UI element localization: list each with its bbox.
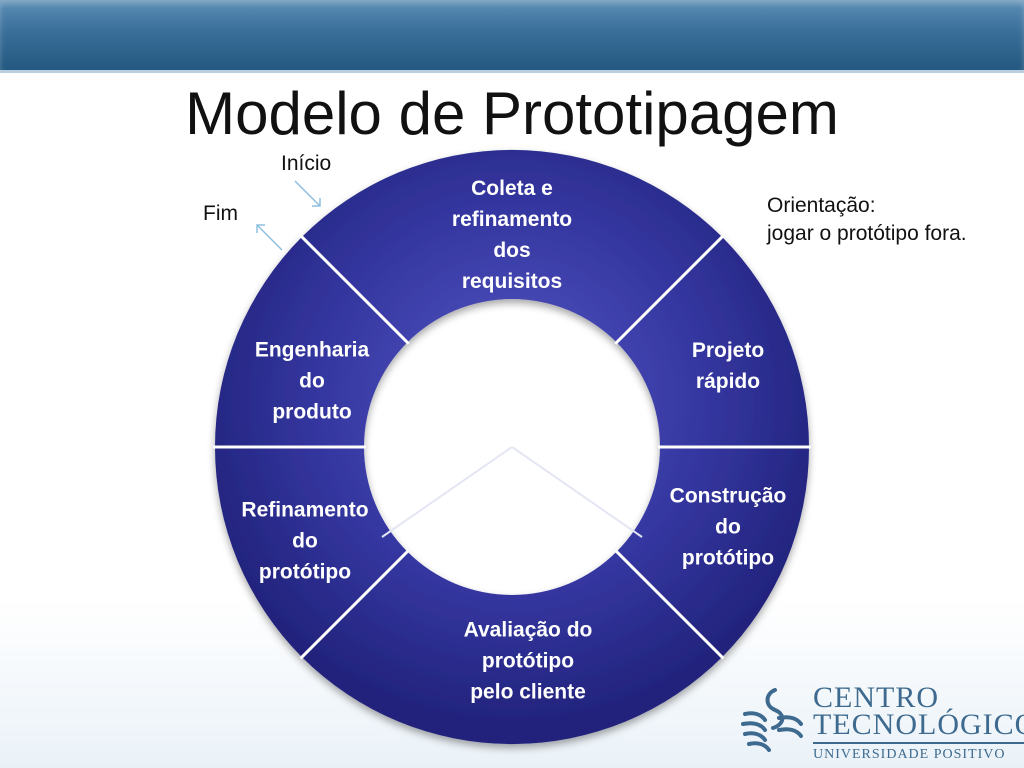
start-note: Início bbox=[281, 152, 332, 175]
segment-label-coleta: Coleta e refinamento dos requisitos bbox=[452, 173, 572, 297]
segment-label-line: refinamento bbox=[451, 208, 573, 231]
hands-emblem-icon bbox=[741, 688, 803, 752]
start-arrow-icon bbox=[294, 180, 321, 207]
logo-line-universidade: UNIVERSIDADE POSITIVO bbox=[813, 742, 1024, 764]
guidance-note: Orientação: jogar o protótipo fora. bbox=[767, 192, 967, 248]
segment-divider bbox=[299, 549, 410, 660]
segment-label-engenharia: Engenharia do produto bbox=[255, 335, 369, 428]
segment-label-line: protótipo bbox=[681, 546, 775, 570]
segment-label-line: Engenharia bbox=[254, 338, 370, 362]
segment-label-line: do bbox=[292, 529, 318, 553]
segment-label-avaliacao: Avaliação do protótipo pelo cliente bbox=[464, 615, 593, 708]
segment-label-line: protótipo bbox=[258, 560, 352, 584]
segment-label-line: Coleta e bbox=[471, 177, 553, 200]
centro-tecnologico-logo: CENTRO TECNOLÓGICO UNIVERSIDADE POSITIVO bbox=[735, 683, 1024, 762]
page-title: Modelo de Prototipagem bbox=[185, 80, 839, 147]
segment-label-line: pelo cliente bbox=[470, 680, 586, 704]
segment-divider bbox=[299, 234, 410, 345]
guidance-note-text: jogar o protótipo fora. bbox=[767, 222, 967, 245]
segment-label-line: Projeto bbox=[691, 339, 765, 362]
segment-label-refinamento: Refinamento do protótipo bbox=[241, 495, 368, 588]
segment-label-projeto: Projeto rápido bbox=[692, 335, 764, 397]
logo-line-tecnologico: TECNOLÓGICO bbox=[813, 708, 1024, 741]
end-note: Fim bbox=[203, 202, 238, 225]
segment-label-line: do bbox=[299, 369, 325, 393]
segment-label-construcao: Construção do protótipo bbox=[670, 481, 787, 574]
segment-label-line: rápido bbox=[695, 370, 761, 393]
inner-highlight-line bbox=[381, 446, 513, 538]
segment-divider bbox=[614, 234, 725, 345]
segment-label-line: Avaliação do bbox=[463, 618, 593, 642]
segment-divider bbox=[614, 549, 725, 660]
segment-label-line: protótipo bbox=[481, 649, 575, 673]
segment-label-line: Refinamento bbox=[241, 498, 369, 522]
segment-label-line: dos bbox=[493, 239, 531, 262]
segment-label-line: produto bbox=[272, 400, 352, 424]
logo-line-centro: CENTRO bbox=[813, 681, 939, 714]
segment-label-line: do bbox=[715, 515, 741, 539]
logo-wordmark: CENTRO TECNOLÓGICO UNIVERSIDADE POSITIVO bbox=[813, 681, 1024, 764]
guidance-note-heading: Orientação: bbox=[767, 194, 876, 217]
segment-label-line: requisitos bbox=[461, 270, 563, 293]
header-bar bbox=[0, 0, 1024, 73]
end-arrow-icon bbox=[256, 224, 283, 251]
cycle-ring bbox=[213, 149, 811, 745]
inner-highlight-line bbox=[511, 446, 643, 538]
segment-label-line: Construção bbox=[669, 484, 787, 508]
